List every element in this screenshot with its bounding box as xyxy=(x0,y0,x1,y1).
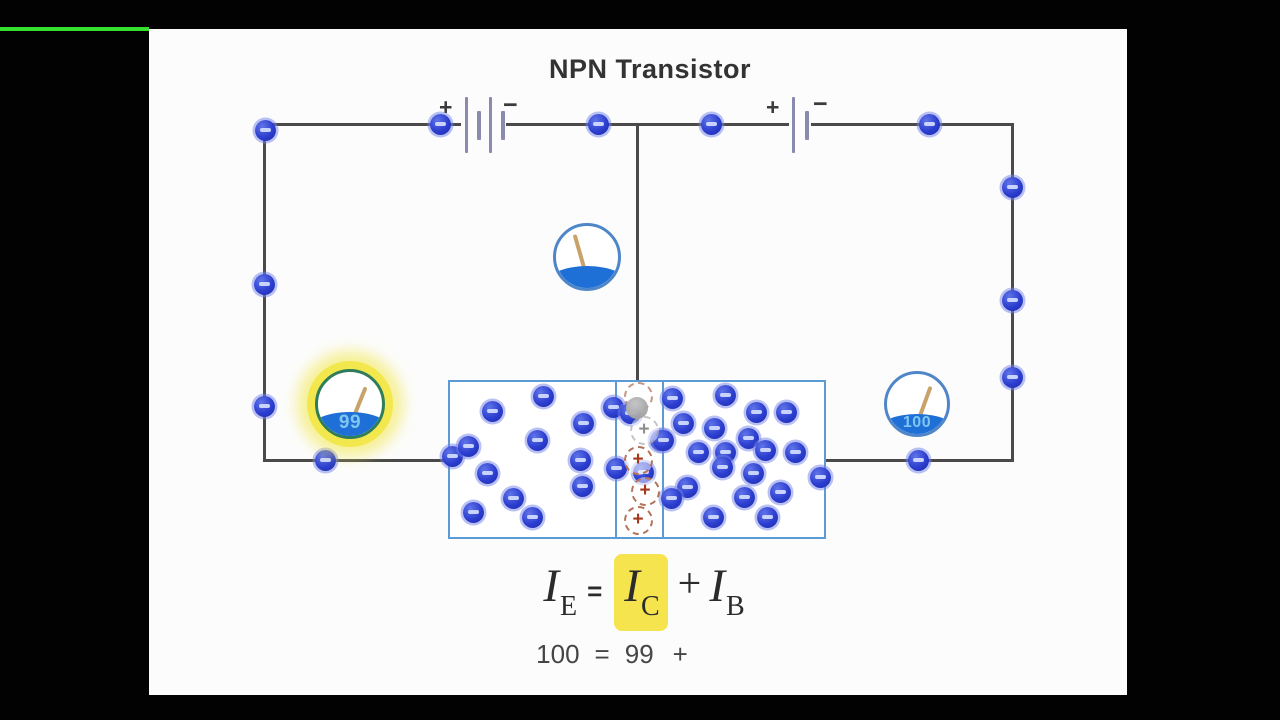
electron xyxy=(711,456,733,478)
base-collector-junction xyxy=(662,382,664,537)
hole: + xyxy=(623,445,653,475)
meter-value: 100 xyxy=(902,414,932,431)
electron xyxy=(676,476,698,498)
electron xyxy=(809,466,831,488)
battery-right-minus-label: − xyxy=(813,90,828,118)
collector-current-symbol: IC xyxy=(624,560,660,622)
current-equation: IE = IC + IB xyxy=(155,554,1133,631)
electron xyxy=(571,475,593,497)
electron xyxy=(314,449,336,471)
electron xyxy=(253,395,275,417)
electron xyxy=(1001,176,1023,198)
electron xyxy=(907,449,929,471)
electron xyxy=(784,441,806,463)
electron xyxy=(672,412,694,434)
electron xyxy=(687,441,709,463)
hole: + xyxy=(629,415,659,445)
electron xyxy=(429,113,451,135)
electron xyxy=(441,445,463,467)
electron xyxy=(587,113,609,135)
electron xyxy=(660,487,682,509)
electron xyxy=(1001,289,1023,311)
emitter-current-meter: 99 xyxy=(315,369,385,439)
battery-plate xyxy=(805,111,809,140)
equals-sign: = xyxy=(587,576,603,606)
electron xyxy=(502,487,524,509)
recombined-carrier xyxy=(626,397,648,419)
electron xyxy=(1001,366,1023,388)
battery-left-minus-label: − xyxy=(503,91,518,119)
meter-dial xyxy=(556,266,618,288)
meter-value: 99 xyxy=(338,412,362,433)
electron xyxy=(526,429,548,451)
battery-plate xyxy=(477,111,481,140)
electron xyxy=(481,400,503,422)
electron xyxy=(462,501,484,523)
electron xyxy=(254,119,276,141)
plus-sign: + xyxy=(672,639,688,669)
collector-current-value: 99 xyxy=(624,639,654,669)
hole: + xyxy=(623,505,653,535)
page-title: NPN Transistor xyxy=(548,54,752,85)
collector-current-highlight: IC xyxy=(614,554,668,631)
emitter-current-symbol: IE xyxy=(543,560,578,622)
current-values-row: 100 = 99 + xyxy=(123,639,1101,670)
base-current-symbol: IB xyxy=(709,560,745,622)
wire-bottom-left xyxy=(263,459,449,462)
electron xyxy=(532,385,554,407)
electron xyxy=(476,462,498,484)
battery-plate xyxy=(792,97,795,153)
electron xyxy=(572,412,594,434)
electron xyxy=(569,449,591,471)
electron xyxy=(521,506,543,528)
electron xyxy=(742,462,764,484)
equals-sign: = xyxy=(594,639,610,669)
electron xyxy=(457,435,479,457)
battery-plate xyxy=(501,111,505,140)
electron xyxy=(737,427,759,449)
electron xyxy=(602,396,624,418)
battery-plate xyxy=(489,97,492,153)
meter-dial xyxy=(318,412,382,436)
battery-right-plus-label: + xyxy=(766,94,780,120)
electron xyxy=(775,401,797,423)
wire-base-vertical xyxy=(636,123,639,382)
base-current-meter xyxy=(553,223,621,291)
battery-left-gap xyxy=(461,114,506,135)
meter-dial xyxy=(887,414,947,434)
battery-left-plus-label: + xyxy=(439,94,453,120)
electron xyxy=(661,387,683,409)
emitter-current-value: 100 xyxy=(536,639,580,669)
electron xyxy=(703,417,725,439)
wire-top xyxy=(264,123,1014,126)
video-progress-bar[interactable] xyxy=(0,27,149,31)
electron xyxy=(605,457,627,479)
electron xyxy=(769,481,791,503)
electron xyxy=(253,273,275,295)
electron xyxy=(745,401,767,423)
collector-current-meter: 100 xyxy=(884,371,950,437)
electron xyxy=(918,113,940,135)
electron xyxy=(754,439,776,461)
hole: + xyxy=(630,476,660,506)
plus-sign: + xyxy=(677,561,702,607)
electron xyxy=(702,506,724,528)
electron xyxy=(756,506,778,528)
electron xyxy=(733,486,755,508)
battery-plate xyxy=(465,97,468,153)
electron xyxy=(700,113,722,135)
electron xyxy=(714,384,736,406)
